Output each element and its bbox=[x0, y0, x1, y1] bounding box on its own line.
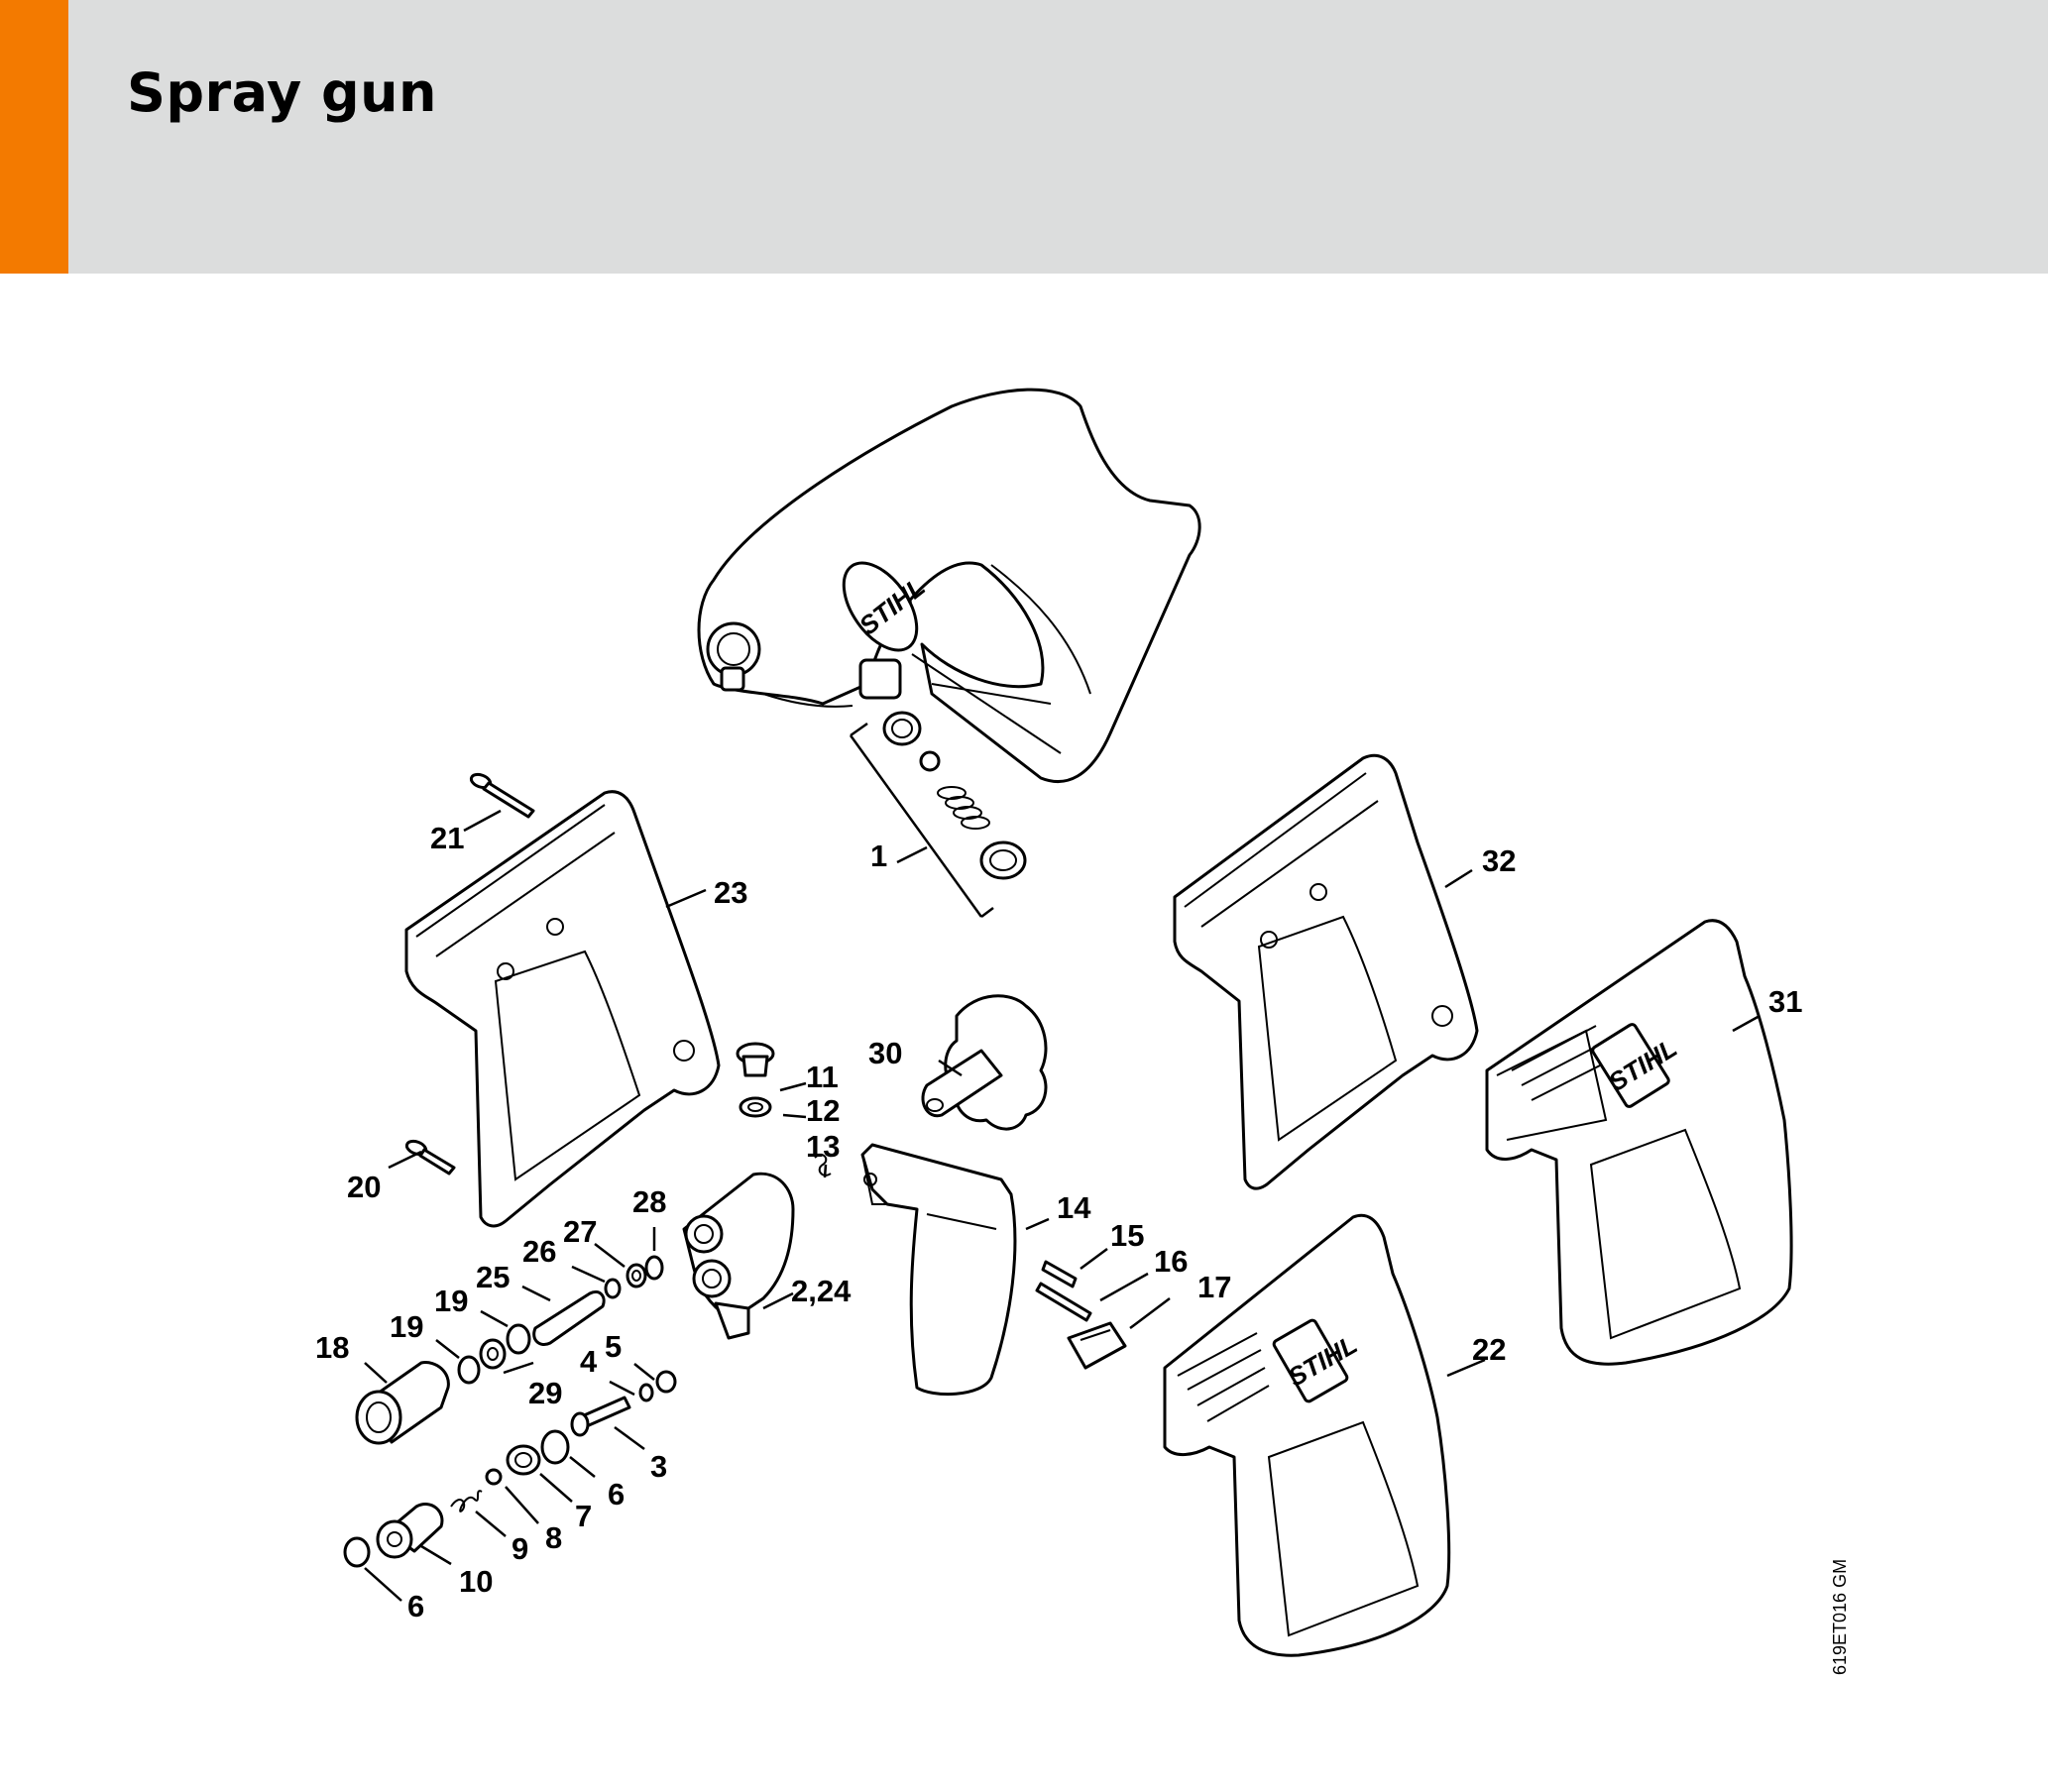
part-31-handle-cover: STIHL bbox=[1485, 919, 1793, 1366]
callout-5: 5 bbox=[605, 1329, 622, 1364]
drawing-code: 619ET016 GM bbox=[1830, 1558, 1850, 1675]
part-1-valve-kit bbox=[849, 711, 1027, 918]
callout-13: 13 bbox=[806, 1129, 840, 1164]
callout-20: 20 bbox=[347, 1170, 381, 1204]
part-30-knob bbox=[921, 994, 1048, 1131]
part-29-washer bbox=[479, 1338, 507, 1370]
accent-bar bbox=[0, 0, 68, 274]
part-18-nipple bbox=[355, 1361, 450, 1445]
part-19-oring-2 bbox=[457, 1355, 481, 1385]
callout-labels: 21 23 1 32 31 20 30 11 12 13 14 15 16 17… bbox=[315, 821, 1802, 1624]
assembled-spray-gun: STIHL bbox=[697, 388, 1201, 783]
part-5-washer bbox=[655, 1370, 677, 1394]
part-7-seat bbox=[506, 1444, 541, 1476]
callout-22: 22 bbox=[1472, 1332, 1506, 1367]
callout-30: 30 bbox=[868, 1036, 902, 1070]
callout-12: 12 bbox=[806, 1093, 840, 1128]
part-27-washer bbox=[626, 1263, 647, 1288]
callout-leaders bbox=[364, 809, 1761, 1602]
callout-19b: 19 bbox=[390, 1309, 423, 1344]
part-8-ball bbox=[485, 1468, 503, 1486]
part-2-24-valve-body bbox=[682, 1172, 795, 1340]
callout-1: 1 bbox=[870, 839, 887, 873]
callout-4: 4 bbox=[580, 1344, 598, 1379]
callout-6b: 6 bbox=[407, 1589, 424, 1624]
callout-27: 27 bbox=[563, 1214, 597, 1249]
part-14-trigger bbox=[860, 1143, 1017, 1397]
page-title: Spray gun bbox=[127, 61, 437, 124]
part-19-oring bbox=[506, 1323, 531, 1355]
callout-2-24: 2,24 bbox=[791, 1274, 852, 1308]
callout-16: 16 bbox=[1154, 1244, 1188, 1279]
callout-29: 29 bbox=[528, 1376, 562, 1410]
callout-25: 25 bbox=[476, 1260, 510, 1294]
part-15-pin bbox=[1041, 1260, 1078, 1288]
part-20-screw bbox=[404, 1139, 456, 1176]
callout-9: 9 bbox=[512, 1531, 528, 1566]
callout-18: 18 bbox=[315, 1330, 349, 1365]
part-23-handle-shell bbox=[404, 790, 721, 1228]
callout-21: 21 bbox=[430, 821, 464, 855]
part-17-clip bbox=[1067, 1321, 1127, 1370]
part-4-ball bbox=[638, 1383, 654, 1402]
callout-6a: 6 bbox=[608, 1477, 625, 1512]
part-10-screw-plug bbox=[376, 1503, 444, 1559]
part-9-spring bbox=[450, 1490, 483, 1512]
part-21-screw bbox=[469, 772, 535, 819]
callout-17: 17 bbox=[1197, 1270, 1231, 1304]
part-12-washer bbox=[739, 1096, 772, 1118]
part-26-oring bbox=[604, 1278, 622, 1299]
callout-15: 15 bbox=[1110, 1218, 1144, 1253]
header-band: Spray gun bbox=[0, 0, 2048, 274]
part-32-handle-shell bbox=[1173, 753, 1479, 1190]
part-11-plug bbox=[736, 1042, 775, 1077]
callout-23: 23 bbox=[714, 875, 747, 910]
part-28-oring bbox=[644, 1255, 664, 1281]
callout-8: 8 bbox=[545, 1520, 562, 1555]
part-6-oring-2 bbox=[343, 1536, 371, 1568]
callout-32: 32 bbox=[1482, 843, 1516, 878]
callout-10: 10 bbox=[459, 1564, 493, 1599]
callout-3: 3 bbox=[650, 1449, 667, 1484]
part-3-piston bbox=[570, 1396, 631, 1437]
part-25-insert bbox=[532, 1290, 606, 1346]
callout-19a: 19 bbox=[434, 1284, 468, 1318]
callout-28: 28 bbox=[632, 1184, 666, 1219]
callout-11: 11 bbox=[806, 1060, 839, 1094]
part-16-pin bbox=[1035, 1282, 1092, 1322]
callout-14: 14 bbox=[1057, 1190, 1091, 1225]
part-6-oring bbox=[540, 1429, 570, 1465]
part-22-handle-cover: STIHL bbox=[1163, 1213, 1451, 1657]
callout-31: 31 bbox=[1768, 984, 1802, 1019]
callout-26: 26 bbox=[522, 1234, 556, 1269]
callout-7: 7 bbox=[575, 1499, 592, 1533]
